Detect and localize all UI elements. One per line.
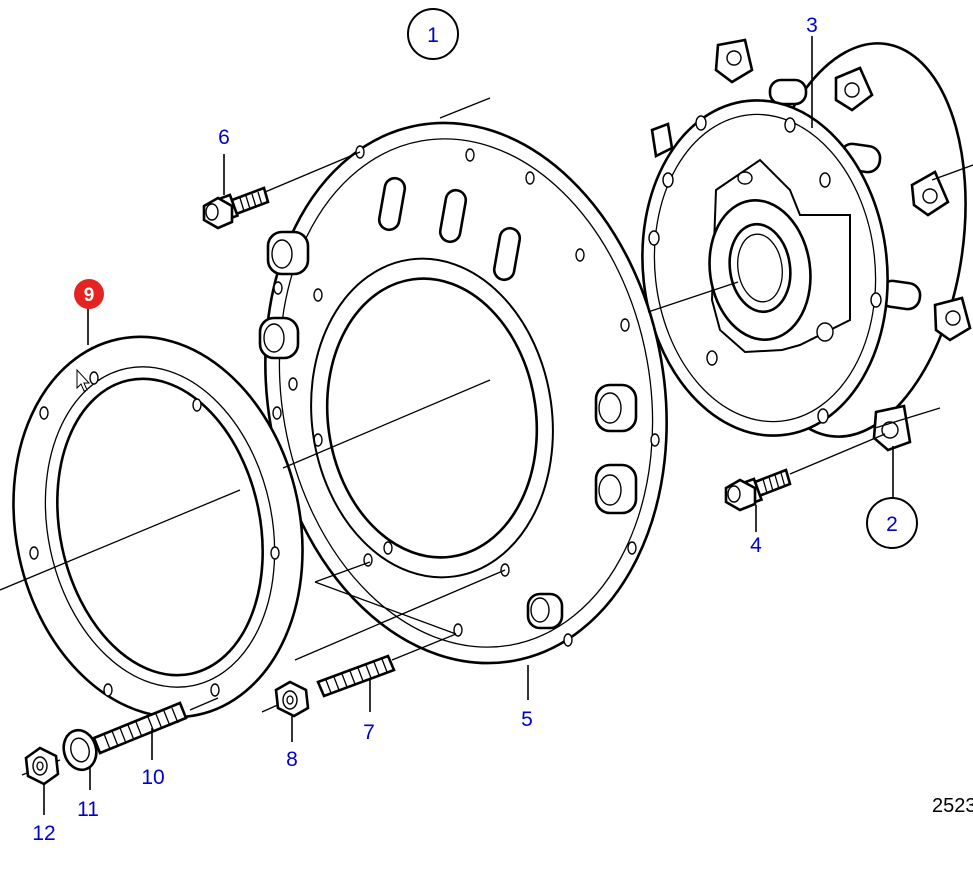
callout-1-label: 1 [427,24,439,47]
part-3-housing[interactable] [626,29,973,452]
callout-12-label[interactable]: 12 [32,822,55,845]
gasket-holes [29,371,282,697]
callout-6-label[interactable]: 6 [218,126,230,149]
plate-dowels [258,230,638,630]
part-9-gasket[interactable] [0,310,337,745]
callout-2[interactable]: 2 [866,497,918,549]
callout-3-label[interactable]: 3 [806,14,818,37]
part-11-washer[interactable] [59,727,100,774]
housing-face-holes [648,115,882,424]
callout-2-label: 2 [886,513,898,536]
callout-5-label[interactable]: 5 [521,708,533,731]
callout-10-label[interactable]: 10 [141,766,164,789]
mouse-cursor-icon [76,368,91,392]
axis-lines [0,97,973,776]
callout-4-label[interactable]: 4 [750,534,762,557]
callout-11-label[interactable]: 11 [77,798,99,821]
part-10-stud[interactable] [92,701,188,755]
plate-holes [273,145,660,647]
plate-slots [377,176,522,282]
part-7-stud[interactable] [316,654,396,698]
leader-lines [43,36,894,815]
callout-8-label[interactable]: 8 [286,748,298,771]
callout-9-highlight-badge[interactable]: 9 [74,279,104,309]
callout-1[interactable]: 1 [407,8,459,60]
callout-9-label: 9 [84,285,95,306]
figure-reference-number: 2523 [932,795,973,817]
part-5-adapter-plate[interactable] [224,91,708,696]
housing-lugs [650,38,972,452]
part-8-nut[interactable] [274,680,310,718]
housing-hub [708,158,851,354]
part-12-nut[interactable] [24,746,60,786]
part-4-bolt[interactable] [724,468,792,512]
callout-7-label[interactable]: 7 [363,721,375,744]
part-6-bolt[interactable] [202,186,270,230]
